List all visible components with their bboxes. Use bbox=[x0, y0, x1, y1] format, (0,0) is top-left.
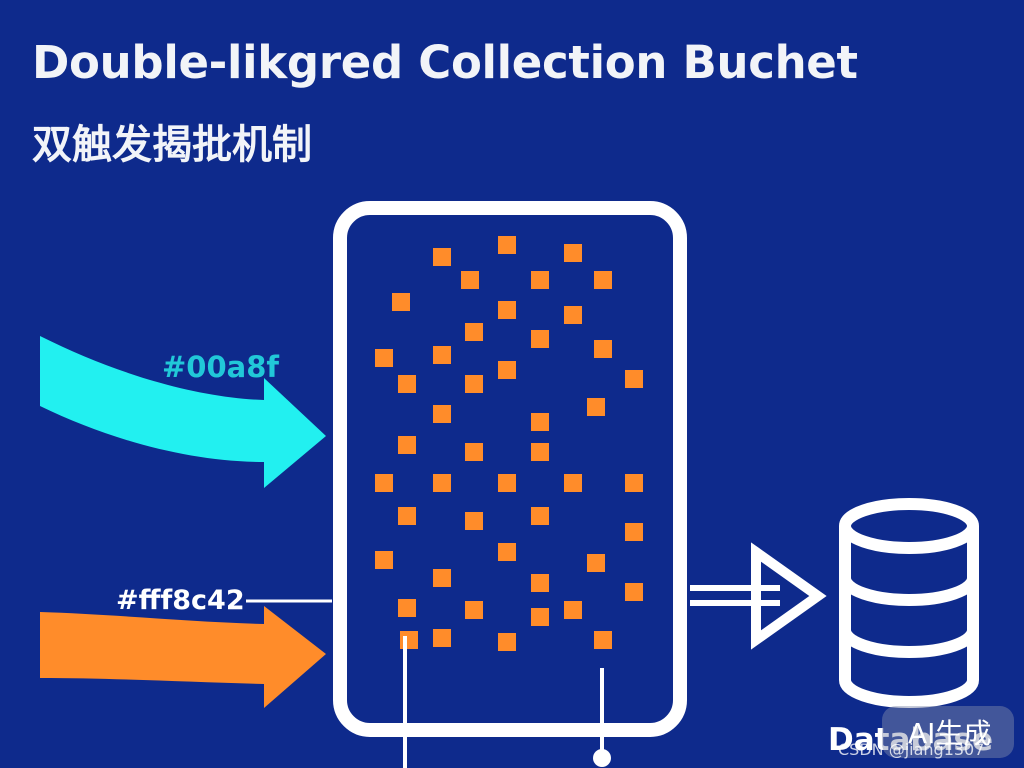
bucket-item bbox=[498, 301, 516, 319]
bucket-item bbox=[531, 271, 549, 289]
bucket-item bbox=[531, 507, 549, 525]
bucket-item bbox=[461, 271, 479, 289]
bucket-item bbox=[398, 436, 416, 454]
diagram-subtitle: 双触发揭批机制 bbox=[32, 122, 312, 168]
bucket-item bbox=[587, 554, 605, 572]
bucket-item bbox=[465, 512, 483, 530]
bucket-item bbox=[465, 443, 483, 461]
bucket-item bbox=[564, 601, 582, 619]
bucket-item bbox=[398, 599, 416, 617]
bucket-item bbox=[375, 474, 393, 492]
bucket-item bbox=[531, 330, 549, 348]
bucket-item bbox=[433, 405, 451, 423]
bucket-items bbox=[375, 236, 643, 651]
collection-bucket bbox=[333, 201, 687, 737]
bucket-item bbox=[564, 474, 582, 492]
bucket-item bbox=[465, 375, 483, 393]
bucket-item bbox=[465, 601, 483, 619]
bucket-item bbox=[531, 608, 549, 626]
watermark-badge bbox=[882, 706, 1014, 758]
database-label: Database bbox=[828, 722, 993, 758]
bucket-item bbox=[564, 244, 582, 262]
bucket-item bbox=[465, 323, 483, 341]
orange-input-label: #fff8c42 bbox=[116, 585, 245, 616]
bucket-leader-dot bbox=[593, 749, 611, 767]
cyan-input-label: #00a8f bbox=[162, 350, 280, 384]
bucket-item bbox=[625, 583, 643, 601]
bucket-item bbox=[375, 551, 393, 569]
output-arrow bbox=[690, 542, 827, 650]
bucket-item bbox=[625, 370, 643, 388]
bucket-item bbox=[400, 631, 418, 649]
bucket-item bbox=[498, 361, 516, 379]
bucket-item bbox=[398, 375, 416, 393]
watermark-credit: CSDN @jiang1307 bbox=[838, 740, 985, 759]
bucket-item bbox=[375, 349, 393, 367]
bucket-item bbox=[398, 507, 416, 525]
bucket-item bbox=[498, 633, 516, 651]
bucket-item bbox=[433, 346, 451, 364]
watermark-badge-text: AI生成 bbox=[908, 717, 992, 750]
bucket-item bbox=[594, 631, 612, 649]
orange-input-arrow bbox=[40, 606, 326, 708]
diagram-title: Double-likgred Collection Buchet bbox=[32, 36, 858, 89]
bucket-item bbox=[498, 474, 516, 492]
bucket-item bbox=[625, 474, 643, 492]
bucket-item bbox=[531, 443, 549, 461]
bucket-item bbox=[498, 543, 516, 561]
bucket-item bbox=[594, 271, 612, 289]
bucket-item bbox=[498, 236, 516, 254]
bucket-item bbox=[392, 293, 410, 311]
bucket-item bbox=[531, 413, 549, 431]
database-icon bbox=[839, 498, 979, 708]
bucket-item bbox=[587, 398, 605, 416]
bucket-item bbox=[433, 248, 451, 266]
bucket-item bbox=[433, 569, 451, 587]
bucket-item bbox=[564, 306, 582, 324]
bucket-item bbox=[625, 523, 643, 541]
bucket-item bbox=[433, 474, 451, 492]
bucket-item bbox=[433, 629, 451, 647]
bucket-item bbox=[531, 574, 549, 592]
bucket-item bbox=[594, 340, 612, 358]
cyan-input-arrow bbox=[40, 336, 326, 488]
